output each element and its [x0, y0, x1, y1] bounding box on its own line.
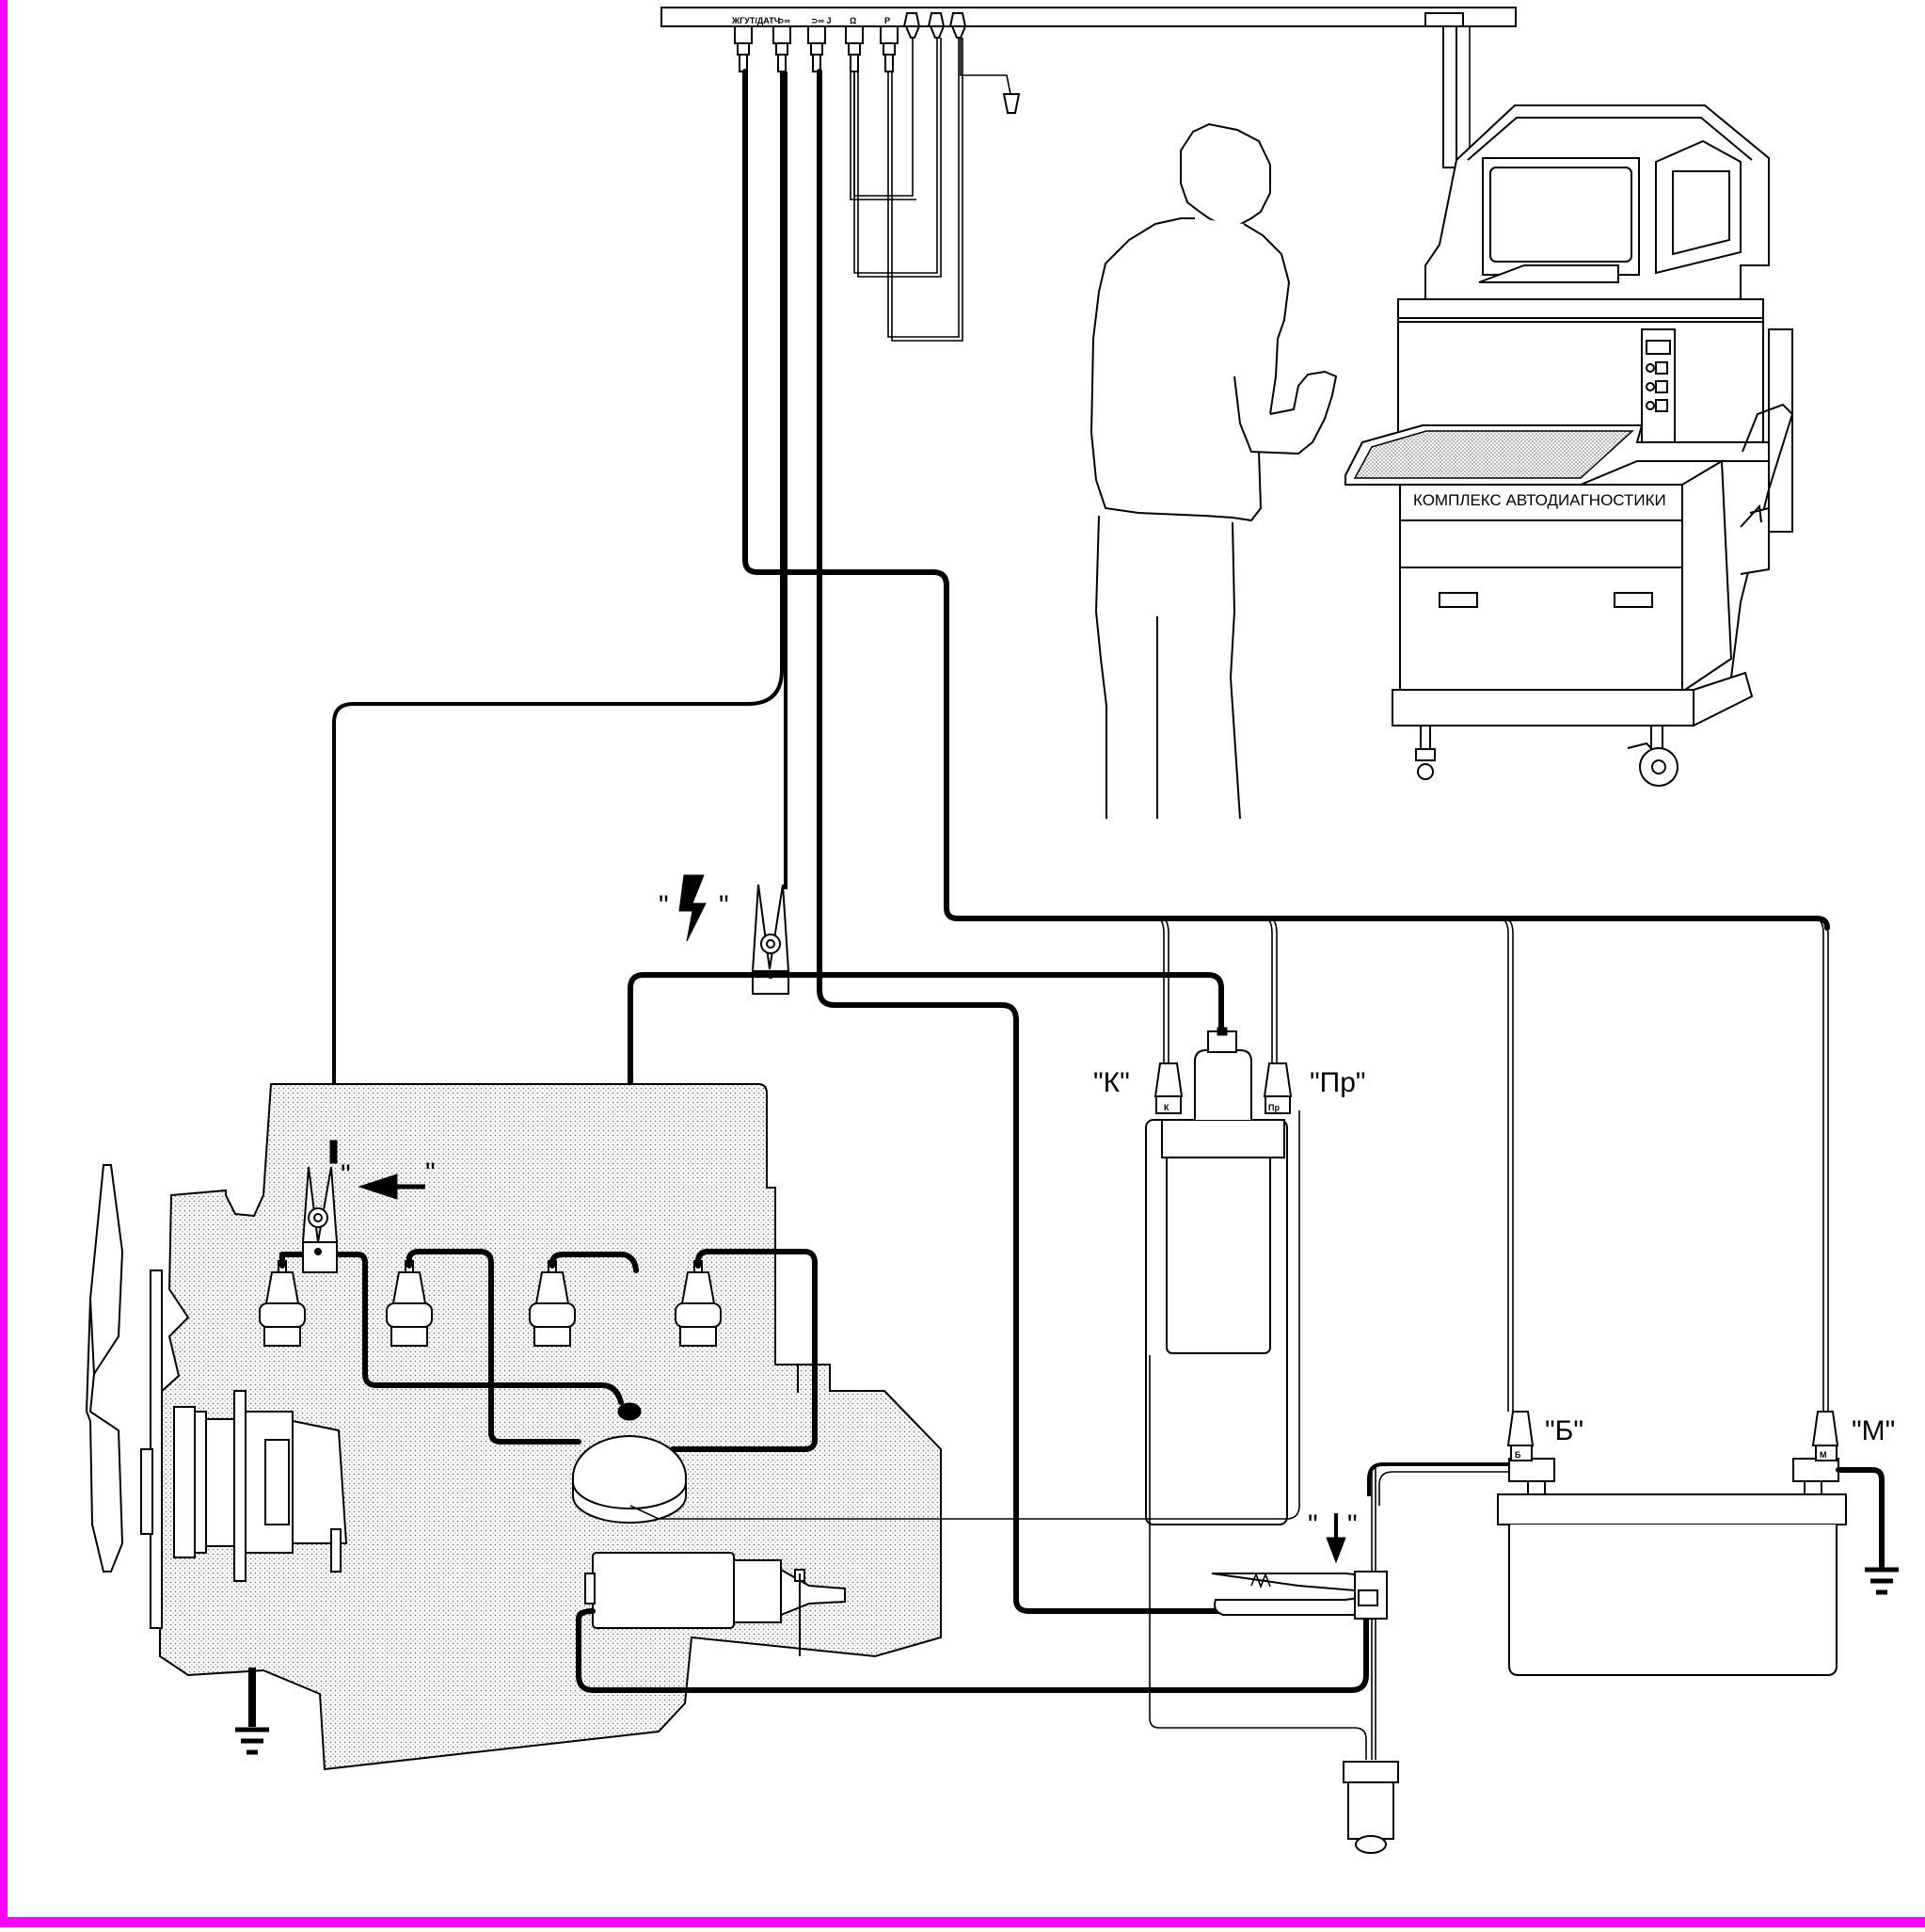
ground-icon [1865, 1567, 1899, 1595]
fan [85, 1164, 163, 1629]
probe-tip [1002, 93, 1021, 114]
distributor [572, 1402, 687, 1524]
engine: " " [85, 1083, 942, 1771]
ignition-coil: К Пр "К" "Пр" [1093, 1027, 1366, 1525]
condenser [1343, 1761, 1399, 1854]
diagnostic-stand: КОМПЛЕКС АВТОДИАГНОСТИКИ [1344, 104, 1794, 787]
battery-pin-b-label: Б [1515, 1450, 1521, 1460]
frame-left [0, 0, 8, 1927]
current-clamp: " " [1211, 1509, 1388, 1620]
coil-pin-k-label: К [1164, 1103, 1169, 1112]
spark-plug-2 [386, 1260, 433, 1347]
stand-panel-label: КОМПЛЕКС АВТОДИАГНОСТИКИ [1413, 491, 1666, 509]
ground-icon [235, 1668, 269, 1755]
bar-icon-sensor-2: ⊃∞ J [811, 16, 831, 25]
harness-wires [576, 918, 1829, 1760]
coil-k-label: "К" [1093, 1067, 1130, 1098]
bar-icon-sensor: ⊃∞ [777, 16, 791, 25]
ht-cable [628, 972, 1224, 1414]
current-clamp-quote-close: " [1347, 1509, 1358, 1541]
alternator [173, 1390, 348, 1582]
hv-clamp-label-quote-end: " [719, 890, 729, 921]
coil-pin-pr-label: Пр [1268, 1103, 1280, 1112]
starter [584, 1552, 846, 1656]
cable-bar: ЖГУТ/ДАТЧ ⊃∞ ⊃∞ J Ω P [660, 7, 1517, 342]
cylinder-clamp: " " [301, 1140, 436, 1273]
battery-m-label: "М" [1852, 1415, 1895, 1446]
bar-pressure-label: P [884, 16, 890, 25]
battery-pin-m-label: М [1820, 1450, 1827, 1460]
frame-bottom [0, 1917, 1925, 1927]
bar-ohm-label: Ω [850, 16, 856, 25]
current-clamp-quote-open: " [1308, 1509, 1318, 1541]
coil-pr-label: "Пр" [1310, 1067, 1366, 1098]
battery-b-label: "Б" [1545, 1415, 1583, 1446]
hv-clamp-label-quote: " [659, 890, 669, 921]
arrow-down-icon [1326, 1513, 1346, 1564]
arrow-left-icon [358, 1174, 425, 1200]
battery: Б "Б" М "М" [1497, 1411, 1899, 1676]
lightning-icon [678, 874, 707, 942]
bar-connector-label: ЖГУТ/ДАТЧ [731, 16, 780, 25]
cyl-clamp-quote-close: " [425, 1158, 436, 1189]
cyl-clamp-quote-open: " [341, 1159, 351, 1190]
main-cables [332, 69, 1830, 1614]
spark-plug-3 [529, 1260, 576, 1347]
operator-person [1090, 122, 1338, 820]
